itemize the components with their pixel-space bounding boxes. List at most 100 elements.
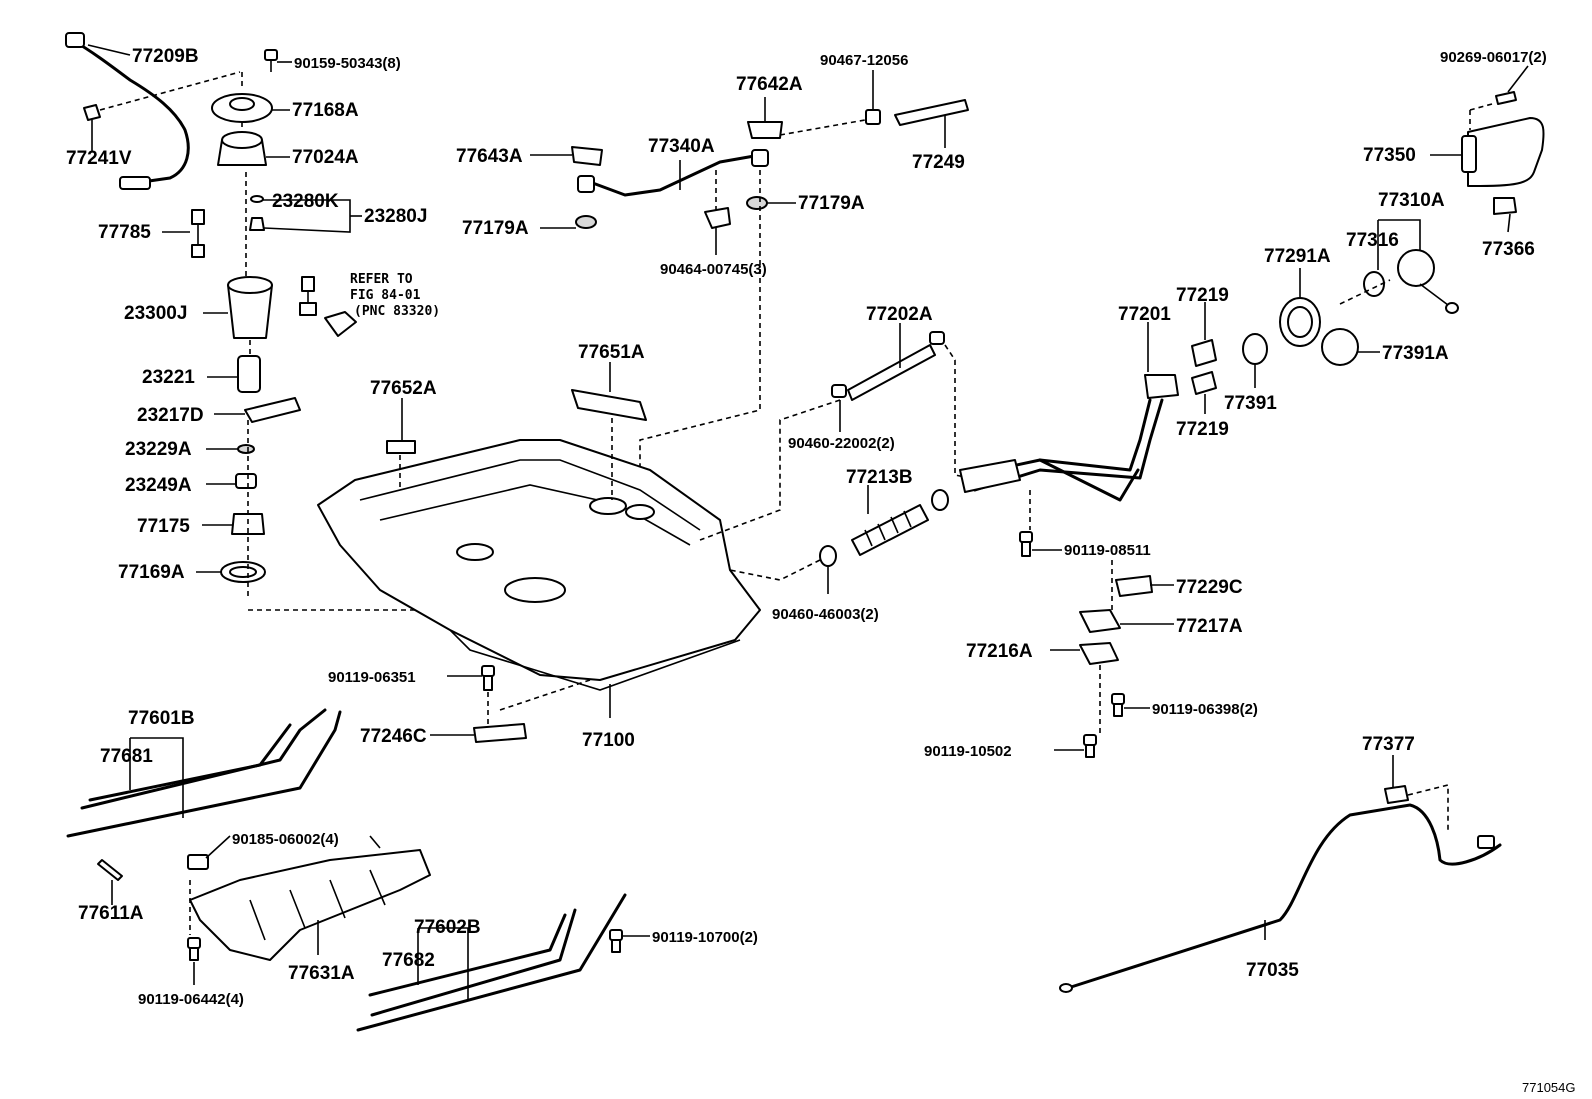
- label-77217A: 77217A: [1176, 616, 1243, 637]
- label-90119-06398: 90119-06398(2): [1152, 701, 1258, 718]
- fuel-pump-23221[interactable]: [237, 355, 261, 393]
- filler-hose-77213B[interactable]: [851, 504, 929, 556]
- hose-dashed-lines: [699, 344, 971, 581]
- filler-neck-77291A[interactable]: [1279, 297, 1321, 347]
- bolt-dashed-lines: [487, 679, 591, 724]
- label-90119-10700: 90119-10700(2): [652, 929, 758, 946]
- label-77024A: 77024A: [292, 147, 359, 168]
- refer-connector-icon: [299, 276, 357, 337]
- strap-77602B[interactable]: [356, 893, 627, 1032]
- label-77213B: 77213B: [846, 467, 913, 488]
- lid-dashed-line: [1469, 103, 1493, 130]
- o-ring-23280K[interactable]: [250, 195, 264, 203]
- label-77175: 77175: [137, 516, 190, 537]
- bolt-90119-10700[interactable]: [609, 929, 623, 953]
- label-77219-bottom: 77219: [1176, 419, 1229, 440]
- label-77611A: 77611A: [78, 903, 144, 924]
- bolt-90119-10502[interactable]: [1083, 734, 1097, 758]
- strap-77681[interactable]: [88, 723, 292, 802]
- gasket-ring-77169A[interactable]: [220, 561, 266, 583]
- clamp-90460-22002[interactable]: [831, 331, 945, 398]
- insulator-77651A[interactable]: [571, 389, 647, 421]
- label-77100: 77100: [582, 730, 635, 751]
- vent-dashed-lines: [639, 119, 866, 500]
- strap-77682[interactable]: [368, 913, 567, 997]
- label-77169A: 77169A: [118, 562, 185, 583]
- grommet-77179A-right[interactable]: [746, 149, 769, 210]
- hose-77249[interactable]: [894, 99, 969, 126]
- protector-77631A[interactable]: [189, 849, 431, 961]
- washer-23229A[interactable]: [237, 444, 255, 454]
- strap-77601B[interactable]: [66, 708, 342, 838]
- bolt-90119-08511[interactable]: [1019, 531, 1033, 557]
- label-77601B: 77601B: [128, 708, 195, 729]
- bolt-90119-06398[interactable]: [1111, 693, 1125, 717]
- pump-cover-77024A[interactable]: [217, 131, 267, 166]
- vent-valve-77643A[interactable]: [571, 146, 603, 166]
- o-ring-77391[interactable]: [1242, 333, 1268, 365]
- vent-tube-77340A[interactable]: [588, 153, 762, 197]
- strainer-23217D[interactable]: [244, 397, 301, 423]
- cushion-23249A[interactable]: [235, 473, 257, 489]
- label-77652A: 77652A: [370, 378, 437, 399]
- fuel-sender-wire-77209B[interactable]: [65, 32, 190, 190]
- lid-spring-77366[interactable]: [1493, 197, 1517, 215]
- breather-hose-77202A[interactable]: [847, 344, 936, 401]
- label-90119-10502: 90119-10502: [924, 743, 1012, 760]
- screw-90269[interactable]: [1495, 91, 1517, 105]
- o-ring-77391A[interactable]: [1321, 328, 1359, 366]
- part-labels: 77209B 90159-50343(8) 77168A 77241V 7702…: [66, 46, 1576, 1095]
- fuel-tank-77100[interactable]: [317, 439, 761, 691]
- pump-bracket-23300J[interactable]: [227, 276, 273, 339]
- refer-note-line1: REFER TO: [350, 272, 413, 287]
- gasket-plate-77168A[interactable]: [211, 93, 273, 123]
- cable-dashed-line: [1407, 783, 1449, 830]
- label-77681: 77681: [100, 746, 153, 767]
- label-77391A: 77391A: [1382, 343, 1449, 364]
- filter-23280J[interactable]: [249, 217, 265, 231]
- grommet-77219-bottom[interactable]: [1191, 371, 1217, 395]
- label-90119-06351: 90119-06351: [328, 669, 416, 686]
- label-77168A: 77168A: [292, 100, 359, 121]
- gasket-77316[interactable]: [1363, 271, 1385, 297]
- figure-code: 771054G: [1522, 1080, 1576, 1095]
- clamp-77642A[interactable]: [747, 121, 783, 139]
- grommet-77219-top[interactable]: [1191, 339, 1217, 367]
- label-77651A: 77651A: [578, 342, 645, 363]
- clamp-77377[interactable]: [1384, 785, 1409, 804]
- clip-77611A[interactable]: [97, 859, 123, 881]
- label-77219-top: 77219: [1176, 285, 1229, 306]
- gauge-sender-77785[interactable]: [191, 209, 205, 258]
- opener-cable-77035[interactable]: [1059, 803, 1502, 993]
- clamp-77241V[interactable]: [83, 104, 101, 121]
- clamp-90460-46003[interactable]: [819, 489, 949, 567]
- wire-dashed-line: [99, 71, 241, 111]
- label-77201: 77201: [1118, 304, 1171, 325]
- valve-77179A-left-assembly[interactable]: [575, 175, 597, 229]
- tank-dashed-lines: [399, 418, 613, 500]
- refer-note-line2: FIG 84-01: [350, 288, 421, 303]
- bolt-90119-06351[interactable]: [481, 665, 495, 691]
- clip-90185-06002[interactable]: [187, 854, 209, 870]
- filler-pipe-77201[interactable]: [959, 374, 1179, 502]
- bolt-90119-06442[interactable]: [187, 937, 201, 961]
- label-77377: 77377: [1362, 734, 1415, 755]
- label-77602B: 77602B: [414, 917, 481, 938]
- label-90464: 90464-00745(3): [660, 261, 767, 278]
- label-77366: 77366: [1482, 239, 1535, 260]
- bracket-77246C[interactable]: [473, 723, 527, 743]
- bracket-77217A[interactable]: [1079, 609, 1121, 633]
- pad-77652A[interactable]: [386, 440, 416, 454]
- label-77643A: 77643A: [456, 146, 523, 167]
- label-77291A: 77291A: [1264, 246, 1331, 267]
- screw-90159[interactable]: [264, 49, 278, 72]
- bracket-77229C[interactable]: [1115, 575, 1153, 597]
- fuel-cap-77310A[interactable]: [1397, 249, 1459, 314]
- bracket-77216A[interactable]: [1079, 642, 1119, 665]
- clamp-90467[interactable]: [865, 109, 881, 125]
- label-77246C: 77246C: [360, 726, 427, 747]
- clip-90464[interactable]: [704, 207, 731, 229]
- fuel-lid-77350[interactable]: [1461, 117, 1545, 187]
